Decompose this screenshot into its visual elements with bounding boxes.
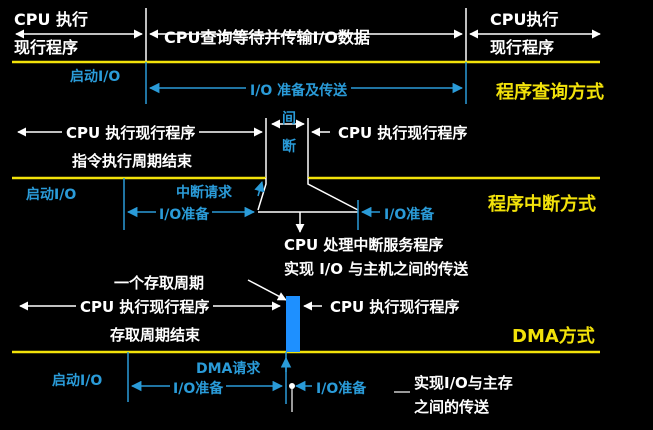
- io-ready-label-left: I/O准备: [156, 204, 213, 224]
- start-io-label: 启动I/O: [52, 373, 103, 389]
- cpu-left-label: CPU 执行现行程序: [62, 122, 200, 143]
- start-io-label: 启动I/O: [70, 69, 121, 85]
- transfer-label-line2: 之间的传送: [414, 398, 490, 416]
- dma-mode-title: DMA方式: [512, 326, 595, 347]
- cpu-left-label-line1: CPU 执行: [14, 10, 89, 29]
- transfer-label-line1: 实现I/O与主存: [414, 374, 513, 392]
- instruction-cycle-end-label: 指令执行周期结束: [72, 152, 193, 170]
- dma-request-label: DMA请求: [196, 361, 261, 377]
- isr-label-line2: 实现 I/O 与主机之间的传送: [284, 260, 469, 278]
- isr-funnel-right: [307, 178, 359, 211]
- interrupt-request-label: 中断请求: [176, 185, 232, 201]
- interrupt-request-arrow: [254, 180, 265, 197]
- cpu-right-label-line1: CPU执行: [490, 10, 559, 29]
- cpu-left-label-line2: 现行程序: [14, 38, 79, 57]
- start-io-label: 启动I/O: [26, 187, 77, 203]
- io-prepare-transfer-label: I/O 准备及传送: [246, 80, 352, 100]
- gap-label-char2: 断: [282, 139, 296, 155]
- access-cycle-pointer: [247, 279, 287, 301]
- cpu-right-label: CPU 执行现行程序: [338, 124, 468, 142]
- cpu-wait-label: CPU查询等待并传输I/O数据: [164, 28, 370, 47]
- io-ready-label-right: I/O准备: [384, 207, 435, 223]
- isr-funnel-left: [257, 178, 267, 211]
- dma-access-cycle-bar: [286, 296, 300, 352]
- interrupt-mode-title: 程序中断方式: [488, 194, 596, 215]
- cpu-right-label-line2: 现行程序: [490, 38, 555, 57]
- section-interrupt: [12, 118, 600, 233]
- polling-mode-title: 程序查询方式: [496, 82, 604, 103]
- access-cycle-end-label: 存取周期结束: [110, 326, 201, 344]
- gap-label-char1: 间: [282, 111, 296, 127]
- cpu-left-label: CPU 执行现行程序: [76, 296, 214, 317]
- isr-label-line1: CPU 处理中断服务程序: [284, 236, 444, 254]
- io-ready-label-left: I/O准备: [170, 378, 227, 398]
- io-ready-label-right: I/O准备: [316, 381, 367, 397]
- section-dma: [12, 279, 600, 412]
- cpu-right-label: CPU 执行现行程序: [330, 298, 460, 316]
- access-cycle-label: 一个存取周期: [114, 274, 205, 292]
